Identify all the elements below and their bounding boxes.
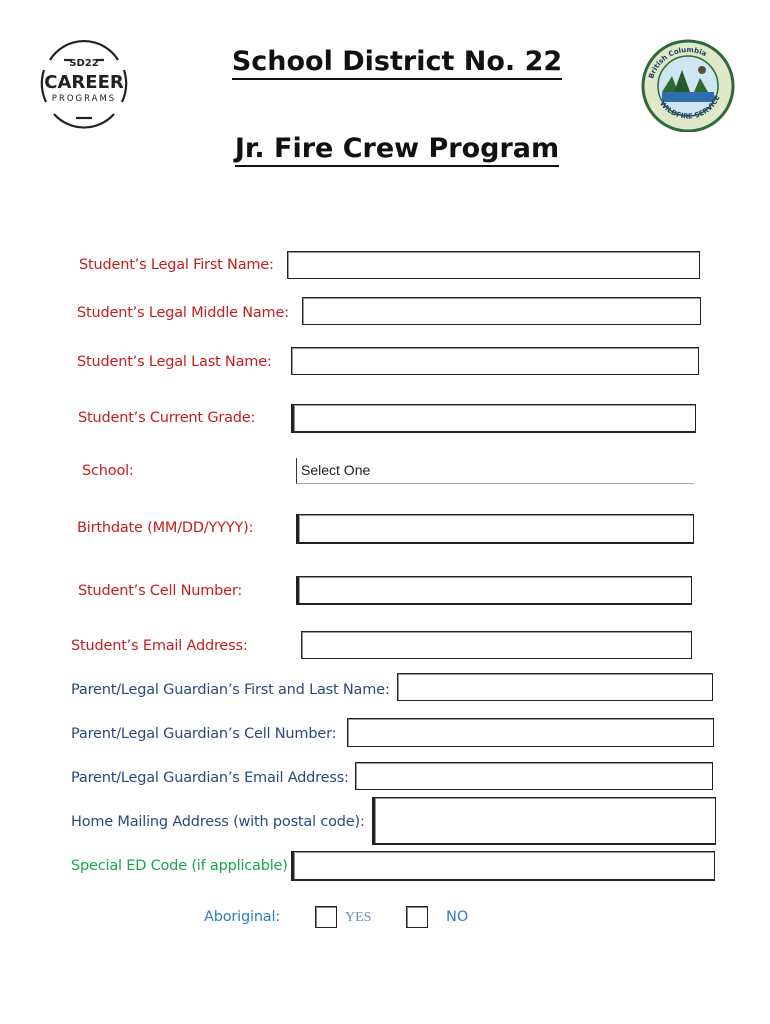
grade-label: Student’s Current Grade:	[78, 410, 256, 426]
school-label: School:	[82, 463, 134, 479]
program-title: Jr. Fire Crew Program	[12, 133, 770, 167]
school-select-value: Select One	[301, 462, 371, 478]
special-ed-label: Special ED Code (if applicable)	[71, 858, 288, 874]
guardian-email-label: Parent/Legal Guardian’s Email Address:	[71, 770, 349, 786]
mailing-address-field[interactable]	[372, 797, 716, 845]
email-field[interactable]	[301, 631, 692, 659]
sd22-career-programs-logo: SD22 CAREER PROGRAMS	[28, 38, 140, 130]
logo-top-text: SD22	[69, 58, 98, 69]
aboriginal-yes-label: YES	[345, 910, 372, 925]
page-title-text: School District No. 22	[231, 46, 563, 80]
first-name-label: Student’s Legal First Name:	[79, 257, 274, 273]
guardian-cell-label: Parent/Legal Guardian’s Cell Number:	[71, 726, 337, 742]
email-label: Student’s Email Address:	[71, 638, 248, 654]
birthdate-label: Birthdate (MM/DD/YYYY):	[77, 520, 254, 536]
first-name-field[interactable]	[287, 251, 700, 279]
cell-number-field[interactable]	[296, 576, 692, 605]
page-title: School District No. 22	[12, 46, 770, 80]
aboriginal-no-checkbox[interactable]	[406, 906, 428, 928]
guardian-name-field[interactable]	[397, 673, 713, 701]
middle-name-field[interactable]	[302, 297, 701, 325]
guardian-cell-field[interactable]	[347, 718, 714, 747]
birthdate-field[interactable]	[296, 514, 694, 544]
aboriginal-yes-checkbox[interactable]	[315, 906, 337, 928]
mailing-address-label: Home Mailing Address (with postal code):	[71, 814, 365, 830]
aboriginal-no-label: NO	[446, 909, 469, 925]
last-name-field[interactable]	[291, 347, 699, 375]
bc-wildfire-service-logo: British Columbia WILDFIRE SERVICE	[638, 36, 738, 133]
program-title-text: Jr. Fire Crew Program	[234, 133, 560, 167]
logo-bottom-text: PROGRAMS	[52, 94, 116, 104]
logo-middle-text: CAREER	[44, 72, 124, 93]
guardian-email-field[interactable]	[355, 762, 713, 790]
aboriginal-label: Aboriginal:	[204, 909, 281, 925]
last-name-label: Student’s Legal Last Name:	[77, 354, 272, 370]
guardian-name-label: Parent/Legal Guardian’s First and Last N…	[71, 682, 390, 698]
grade-field[interactable]	[291, 404, 696, 433]
middle-name-label: Student’s Legal Middle Name:	[77, 305, 289, 321]
cell-number-label: Student’s Cell Number:	[78, 583, 243, 599]
school-select[interactable]: Select One	[296, 458, 694, 484]
special-ed-field[interactable]	[291, 851, 715, 881]
